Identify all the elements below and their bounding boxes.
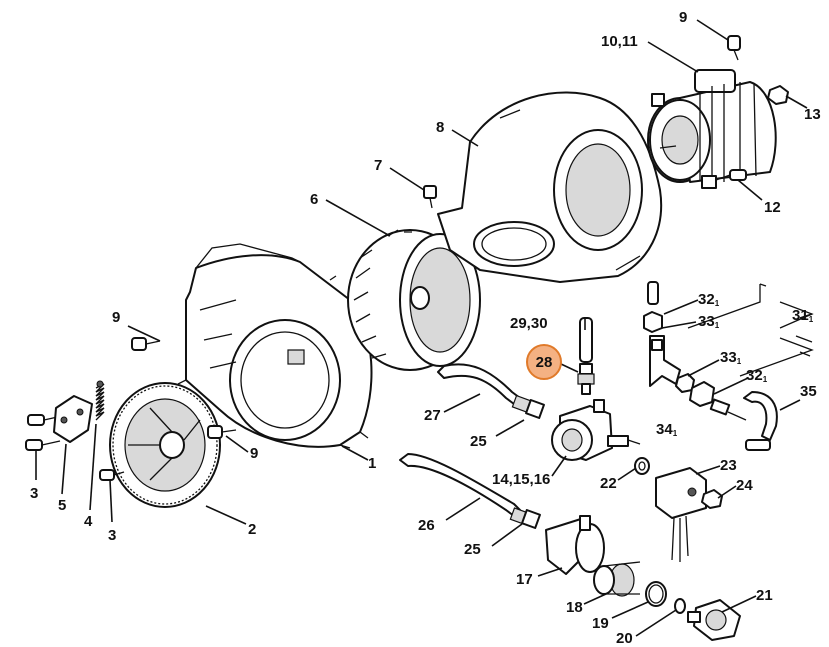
label-12: 12: [764, 199, 781, 216]
intake-grille-part-2: [109, 382, 221, 508]
label-9-center: 9: [250, 445, 258, 462]
label-22: 22: [600, 475, 617, 492]
nut-part-33-top: [643, 311, 663, 333]
label-27: 27: [424, 407, 441, 424]
part-labels: 9 10,11 13 8 7 12 6 9 29,30 321 331 311 …: [30, 9, 821, 647]
filter-part-18: [593, 561, 641, 597]
label-25-lower: 25: [464, 541, 481, 558]
label-8: 8: [436, 119, 444, 136]
screw-part-9-center: [207, 425, 237, 439]
valve-body-part-17: [545, 515, 605, 575]
tee-fitting: [649, 335, 681, 387]
label-2: 2: [248, 521, 256, 538]
label-32-right: 321: [746, 367, 768, 384]
nozzle-part-28: [577, 363, 595, 395]
label-21: 21: [756, 587, 773, 604]
motor-part-10-11: [647, 69, 777, 189]
hose-part-35: [743, 391, 778, 451]
label-17: 17: [516, 571, 533, 588]
pump-part-14-16: [551, 399, 641, 461]
valve-stem-part-21: [687, 599, 741, 641]
label-14-15-16: 14,15,16: [492, 471, 550, 488]
label-28: 28: [536, 354, 553, 371]
impeller-part-6: [347, 229, 481, 371]
label-18: 18: [566, 599, 583, 616]
washer-part-22: [634, 457, 650, 475]
rod-part-29-30: [579, 317, 593, 363]
nut-part-32-right: [689, 381, 715, 407]
clip-part-5: [53, 395, 93, 443]
label-35: 35: [800, 383, 817, 400]
label-9-left: 9: [112, 309, 120, 326]
label-32-top: 321: [698, 291, 720, 308]
screw-part-9-top: [727, 35, 741, 61]
label-7: 7: [374, 157, 382, 174]
screws-part-3: [25, 414, 125, 481]
label-29-30: 29,30: [510, 315, 548, 332]
blower-housing-part-1: [177, 243, 373, 449]
spring-part-4: [95, 380, 105, 421]
label-34: 341: [656, 421, 678, 438]
tube-part-32-top: [647, 281, 659, 305]
label-23: 23: [720, 457, 737, 474]
label-31: 311: [792, 307, 814, 324]
label-13: 13: [804, 106, 821, 123]
washer-part-20: [674, 598, 686, 614]
volute-housing-part-8: [437, 91, 663, 283]
highlighted-part-28-callout[interactable]: 28: [526, 344, 579, 380]
hose-part-27: [437, 363, 521, 405]
label-19: 19: [592, 615, 609, 632]
label-1: 1: [368, 455, 376, 472]
nut-part-13: [767, 85, 789, 105]
highlight-badge: [526, 344, 562, 380]
o-ring-part-19: [645, 581, 667, 607]
label-20: 20: [616, 630, 633, 647]
label-3-left: 3: [30, 485, 38, 502]
screw-part-9-left: [131, 337, 161, 351]
label-10-11: 10,11: [601, 33, 638, 50]
label-33-top: 331: [698, 313, 720, 330]
fitting-part-25-lower: [509, 507, 541, 529]
screw-part-7: [423, 185, 437, 209]
label-6: 6: [310, 191, 318, 208]
nut-part-24: [701, 489, 723, 509]
label-26: 26: [418, 517, 435, 534]
fitting-part-34: [709, 398, 747, 421]
label-5: 5: [58, 497, 66, 514]
label-4: 4: [84, 513, 93, 530]
solenoid-part-23: [655, 467, 707, 562]
label-24: 24: [736, 477, 753, 494]
fitting-part-25-upper: [511, 394, 545, 419]
label-9-top: 9: [679, 9, 687, 26]
label-25-upper: 25: [470, 433, 487, 450]
leader-lines: [35, 19, 813, 637]
label-33-right: 331: [720, 349, 742, 366]
label-3-right: 3: [108, 527, 116, 544]
